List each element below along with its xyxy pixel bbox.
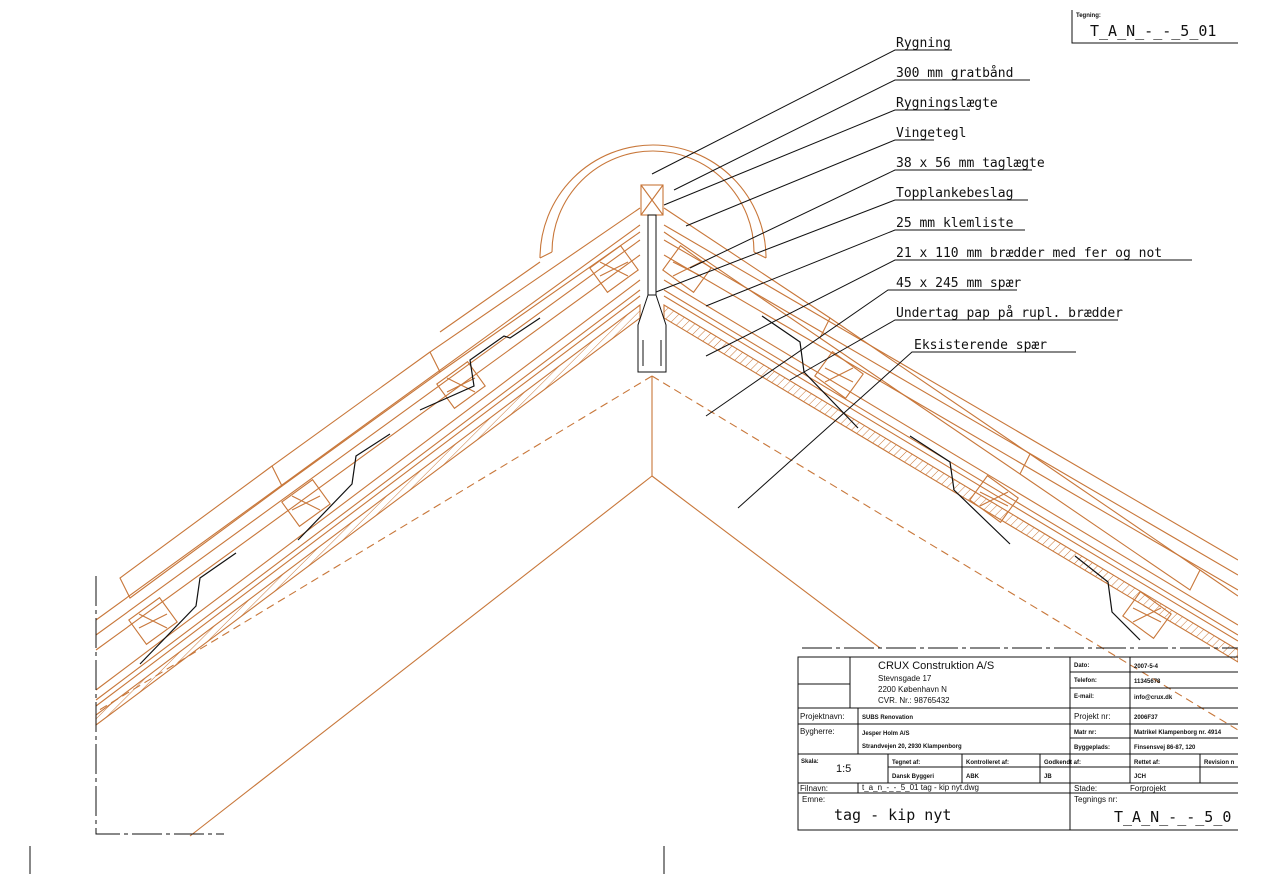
filnavn-value: t_a_n_-_-_5_01 tag - kip nyt.dwg	[862, 783, 979, 792]
rettet-value: JCH	[1134, 774, 1146, 780]
godkendt-value: JB	[1044, 774, 1052, 780]
company-city: 2200 København N	[878, 685, 947, 694]
projektnavn-value: SUBS Renovation	[862, 715, 913, 721]
byggeplads-label: Byggeplads:	[1074, 745, 1110, 751]
label-topplankebeslag: Topplankebeslag	[896, 186, 1013, 201]
stade-value: Forprojekt	[1130, 784, 1167, 793]
bygherre-value-1: Jesper Holm A/S	[862, 731, 909, 737]
label-spaer: 45 x 245 mm spær	[896, 276, 1021, 291]
label-undertag: Undertag pap på rupl. brædder	[896, 306, 1123, 321]
matr-value: Matrikel Klampenborg nr. 4914	[1134, 730, 1222, 736]
ridge-plank-bracket	[637, 214, 667, 373]
leader-lines	[651, 49, 1192, 509]
annotation-labels: Rygning 300 mm gratbånd Rygningslægte Vi…	[896, 36, 1162, 353]
roof-structure	[95, 144, 1238, 837]
company-cvr: CVR. Nr.: 98765432	[878, 696, 950, 705]
existing-rafter	[95, 375, 1238, 731]
telefon-label: Telefon:	[1074, 678, 1097, 684]
ridge-cap	[539, 144, 767, 259]
ridge-batten	[640, 184, 664, 216]
bygherre-value-2: Strandvejen 20, 2930 Klampenborg	[862, 744, 962, 750]
telefon-value: 11345678	[1134, 679, 1161, 685]
bygherre-label: Bygherre:	[800, 727, 835, 736]
tegnet-value: Dansk Byggeri	[892, 774, 934, 780]
roof-tiles-left	[119, 207, 641, 599]
company-info: CRUX Construktion A/S Stevnsgade 17 2200…	[878, 660, 994, 705]
drawing-id-caption: Tegning:	[1076, 13, 1101, 19]
rafter-45x245	[189, 376, 881, 837]
drawing-id-value: T_A_N_-_-_5_01	[1090, 22, 1216, 40]
email-value: info@crux.dk	[1134, 695, 1173, 701]
filnavn-label: Filnavn:	[800, 784, 828, 793]
emne-value: tag - kip nyt	[834, 806, 951, 824]
projektnr-label: Projekt nr:	[1074, 712, 1110, 721]
dato-label: Dato:	[1074, 663, 1089, 669]
label-braedder: 21 x 110 mm brædder med fer og not	[896, 246, 1162, 261]
label-vingetegl: Vingetegl	[896, 126, 966, 141]
dato-value: 2007-5-4	[1134, 664, 1159, 670]
underlay-boards-right	[663, 304, 1238, 663]
battens-right	[662, 244, 1172, 640]
underlay-boards-left	[95, 303, 641, 727]
projektnavn-label: Projektnavn:	[800, 712, 844, 721]
label-rygningslaegte: Rygningslægte	[896, 96, 998, 111]
sheet-borders	[29, 576, 1238, 874]
godkendt-label: Godkendt af:	[1044, 760, 1081, 766]
revision-label: Revision n	[1204, 760, 1235, 766]
emne-label: Emne:	[802, 795, 825, 804]
skala-label: Skala:	[801, 759, 819, 765]
label-taglaegte: 38 x 56 mm taglægte	[896, 156, 1045, 171]
tegning-nr-value: T_A_N_-_-_5_0	[1114, 808, 1231, 826]
tegning-nr-label: Tegnings nr:	[1074, 795, 1118, 804]
drawing-id-box: Tegning: T_A_N_-_-_5_01	[1071, 10, 1238, 44]
kontrol-value: ABK	[966, 774, 980, 780]
roof-tiles-right	[663, 207, 1238, 597]
skala-value: 1:5	[836, 763, 851, 775]
label-rygning: Rygning	[896, 36, 951, 51]
stade-label: Stade:	[1074, 784, 1097, 793]
label-eksisterende-spaer: Eksisterende spær	[914, 338, 1047, 353]
matr-label: Matr nr:	[1074, 730, 1096, 736]
label-gratband: 300 mm gratbånd	[896, 66, 1013, 81]
rettet-label: Rettet af:	[1134, 760, 1160, 766]
clamp-strips	[139, 315, 1141, 665]
projektnr-value: 2006F37	[1134, 715, 1158, 721]
title-block: CRUX Construktion A/S Stevnsgade 17 2200…	[797, 656, 1238, 831]
tegnet-label: Tegnet af:	[892, 760, 920, 766]
company-name: CRUX Construktion A/S	[878, 660, 994, 672]
kontrol-label: Kontrolleret af:	[966, 760, 1009, 766]
email-label: E-mail:	[1074, 694, 1094, 700]
byggeplads-value: Finsensvej 86-87, 120	[1134, 745, 1196, 751]
label-klemliste: 25 mm klemliste	[896, 216, 1014, 231]
company-street: Stevnsgade 17	[878, 674, 932, 683]
battens-left	[128, 244, 639, 646]
